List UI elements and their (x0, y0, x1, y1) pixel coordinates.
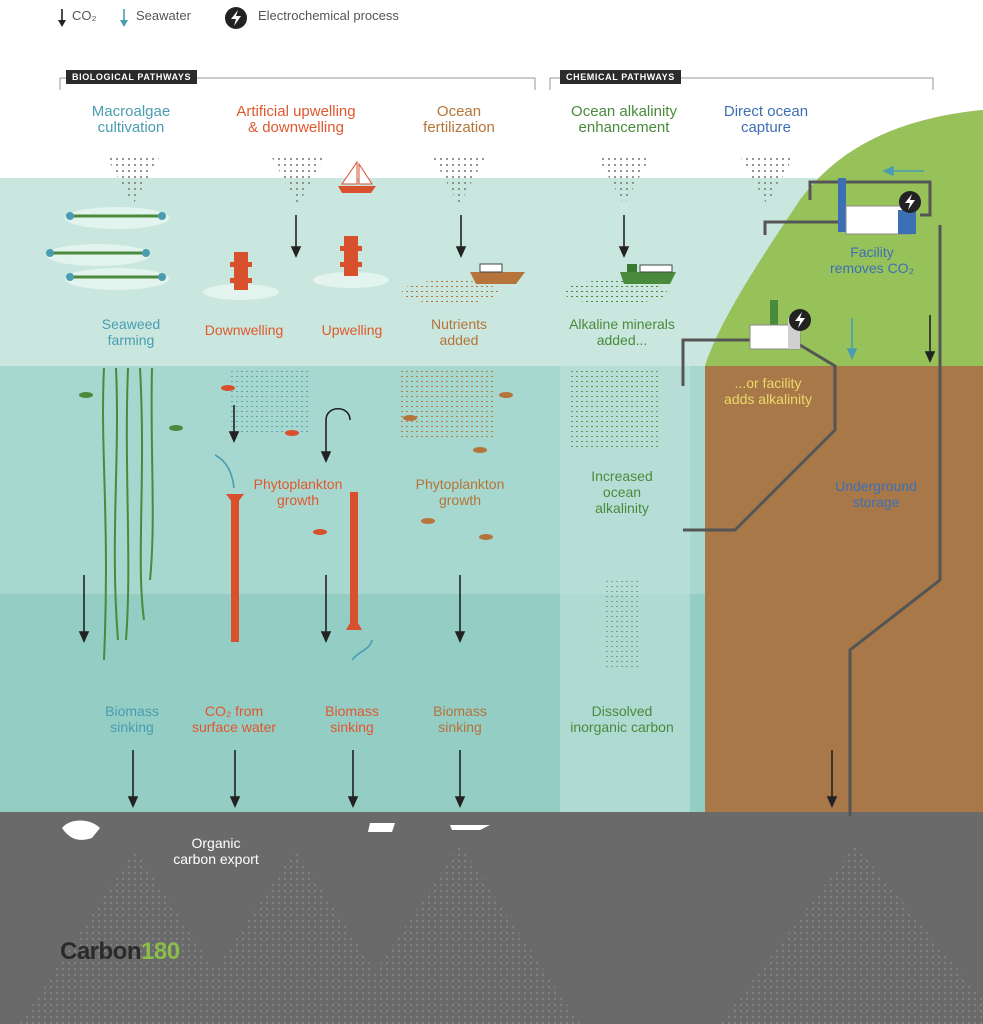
legend-co2-label: CO₂ (72, 8, 97, 23)
co2-funnels (106, 156, 794, 205)
label-increased-alkalinity: Increased ocean alkalinity (591, 468, 653, 516)
label-phyto-growth-1: Phytoplankton growth (253, 476, 343, 508)
alkalinity-particles (568, 370, 660, 450)
legend-electrochemical: Electrochemical process (258, 8, 399, 23)
dissolved-carbon-particles (604, 580, 638, 670)
label-dissolved-carbon: Dissolved inorganic carbon (570, 703, 674, 735)
label-facility-adds: ...or facility adds alkalinity (724, 375, 812, 407)
fertilization-plankton (400, 370, 495, 440)
downwelling-tube (226, 494, 244, 642)
co2-arrows (78, 215, 936, 808)
sailboat (338, 160, 376, 193)
alkalinity-facility (749, 300, 811, 350)
label-organic-export: Organic carbon export (173, 835, 259, 867)
label-alkaline-minerals: Alkaline minerals added... (569, 316, 675, 348)
brand-number: 180 (141, 938, 180, 965)
co2-legend-icon (58, 9, 66, 27)
biological-bracket (59, 77, 536, 90)
pipelines (681, 180, 942, 816)
fertilization-ship (402, 263, 525, 304)
legend-seawater: Seawater (136, 8, 191, 23)
sediment-mounds (20, 845, 983, 1024)
pathway-direct-capture: Direct ocean capture (723, 103, 809, 136)
label-upwelling: Upwelling (321, 322, 383, 338)
legend-electrochemical-label: Electrochemical process (258, 8, 399, 23)
label-facility-removes: Facility removes CO₂ (829, 244, 915, 276)
upwelling-tube (346, 492, 362, 630)
chemical-pathways-tag: CHEMICAL PATHWAYS (560, 70, 681, 84)
pathway-alkalinity: Ocean alkalinity enhancement (571, 103, 677, 136)
label-biomass-sinking-2: Biomass sinking (325, 703, 379, 735)
biological-pathways-tag: BIOLOGICAL PATHWAYS (66, 70, 198, 84)
brand-name: Carbon (60, 938, 142, 965)
kelp-strands (102, 367, 154, 661)
label-nutrients-added: Nutrients added (430, 316, 488, 348)
legend-co2: CO₂ (72, 8, 97, 23)
alkalinity-ship (563, 264, 676, 304)
label-downwelling: Downwelling (204, 322, 284, 338)
electrochemical-legend-icon (225, 7, 247, 29)
carbon180-logo: Carbon180 (60, 938, 180, 966)
chemical-bracket (549, 77, 934, 90)
pathway-macroalgae: Macroalgae cultivation (91, 103, 171, 136)
downwelling-plankton (230, 370, 310, 432)
seawater-arrows (214, 165, 924, 661)
upwelling-buoy (313, 236, 389, 288)
pathway-fertilization: Ocean fertilization (423, 103, 495, 136)
label-phyto-growth-2: Phytoplankton growth (415, 476, 505, 508)
label-biomass-sinking-3: Biomass sinking (433, 703, 487, 735)
label-co2-surface: CO₂ from surface water (191, 703, 277, 735)
seaweed-farm (46, 207, 169, 290)
legend-seawater-label: Seawater (136, 8, 191, 23)
label-biomass-sinking-1: Biomass sinking (105, 703, 159, 735)
label-seaweed-farming: Seaweed farming (101, 316, 161, 348)
direct-capture-facility (838, 178, 921, 235)
pathway-upwelling: Artificial upwelling & downwelling (236, 103, 356, 136)
fish-school (79, 385, 513, 540)
seawater-legend-icon (120, 9, 128, 27)
fish-skeleton-icons (62, 820, 490, 840)
label-underground-storage: Underground storage (835, 478, 917, 510)
downwelling-buoy (203, 252, 279, 300)
